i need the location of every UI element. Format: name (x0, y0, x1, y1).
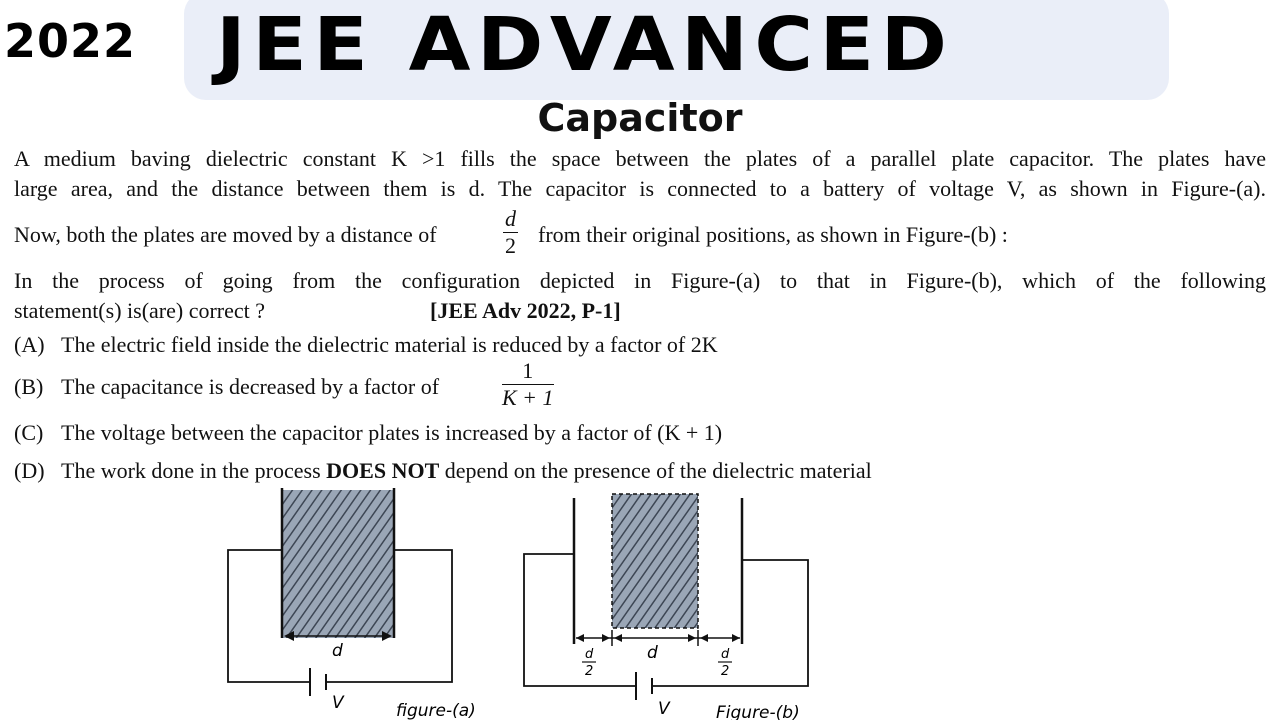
circuit-wire-b-left (523, 553, 636, 687)
figure-b: d 2 d d 2 V Figure-(b) (523, 493, 809, 720)
battery-label-b: V (658, 699, 671, 719)
option-a-text: The electric field inside the dielectric… (61, 332, 718, 357)
right-gap-num-b: d (721, 647, 730, 662)
circuit-wire-a-right (326, 549, 453, 683)
option-c-label: (C) (14, 420, 44, 445)
question-line-2: large area, and the distance between the… (14, 176, 1266, 201)
option-a-label: (A) (14, 332, 45, 357)
topic-heading: Capacitor (537, 96, 743, 140)
question-line-3: Now, both the plates are moved by a dist… (14, 222, 437, 248)
arrowhead-1-b (576, 634, 584, 642)
option-d: (D) The work done in the process DOES NOT… (14, 458, 872, 484)
circuit-wire-b-right (652, 559, 809, 687)
original-plate-outline-b (611, 493, 699, 629)
arrowhead-3-b (614, 634, 622, 642)
option-d-label: (D) (14, 458, 45, 483)
figure-a-caption: figure-(a) (396, 701, 476, 720)
figure-b-caption: Figure-(b) (716, 703, 800, 720)
arrowhead-6-b (732, 634, 740, 642)
question-line-5: statement(s) is(are) correct ? (14, 298, 266, 323)
option-d-text-bold: DOES NOT (326, 458, 440, 483)
arrowhead-right-a (382, 631, 392, 641)
exam-reference: [JEE Adv 2022, P-1] (430, 298, 621, 323)
circuit-wire-a-left (227, 549, 310, 683)
option-b-text: The capacitance is decreased by a factor… (61, 374, 440, 399)
year-label: 2022 (4, 14, 137, 68)
arrowhead-left-a (284, 631, 294, 641)
title-banner: 2022 JEE ADVANCED (0, 0, 1280, 100)
option-a: (A) The electric field inside the dielect… (14, 332, 718, 358)
dielectric-slab-a (282, 490, 394, 638)
question-line-1: A medium baving dielectric constant K >1… (14, 146, 1266, 171)
right-gap-den-b: 2 (721, 664, 729, 679)
banner-background (184, 0, 1169, 100)
fraction-numerator: d (503, 206, 518, 233)
option-b-fraction-numerator: 1 (502, 358, 554, 385)
fraction-denominator: 2 (505, 233, 516, 258)
figure-a: d V figure-(a) (227, 488, 476, 720)
option-b-fraction-denominator: K + 1 (502, 385, 554, 410)
question-line-4: In the process of going from the configu… (14, 268, 1266, 293)
option-b-label: (B) (14, 374, 44, 399)
arrowhead-4-b (688, 634, 696, 642)
option-c-text: The voltage between the capacitor plates… (61, 420, 723, 445)
dielectric-slab-b (612, 494, 698, 628)
battery-label-a: V (332, 693, 345, 713)
fraction-1-over-k-plus-1: 1 K + 1 (502, 358, 554, 411)
question-line-3-post: from their original positions, as shown … (538, 222, 1008, 247)
option-b: (B) The capacitance is decreased by a fac… (14, 374, 439, 400)
arrowhead-2-b (602, 634, 610, 642)
capacitor-figures: d V figure-(a) d 2 d d 2 V Figure-(b) (227, 488, 809, 720)
left-gap-num-b: d (585, 647, 594, 662)
option-c: (C) The voltage between the capacitor pla… (14, 420, 722, 446)
option-d-text-pre: The work done in the process (61, 458, 327, 483)
gap-label-b: d (647, 643, 658, 663)
fraction-d-over-2: d 2 (503, 206, 518, 259)
arrowhead-5-b (700, 634, 708, 642)
gap-label-a: d (332, 641, 343, 661)
question-line-3-pre: Now, both the plates are moved by a dist… (14, 222, 437, 247)
left-gap-den-b: 2 (585, 664, 593, 679)
option-d-text-post: depend on the presence of the dielectric… (439, 458, 872, 483)
exam-title: JEE ADVANCED (216, 2, 954, 88)
